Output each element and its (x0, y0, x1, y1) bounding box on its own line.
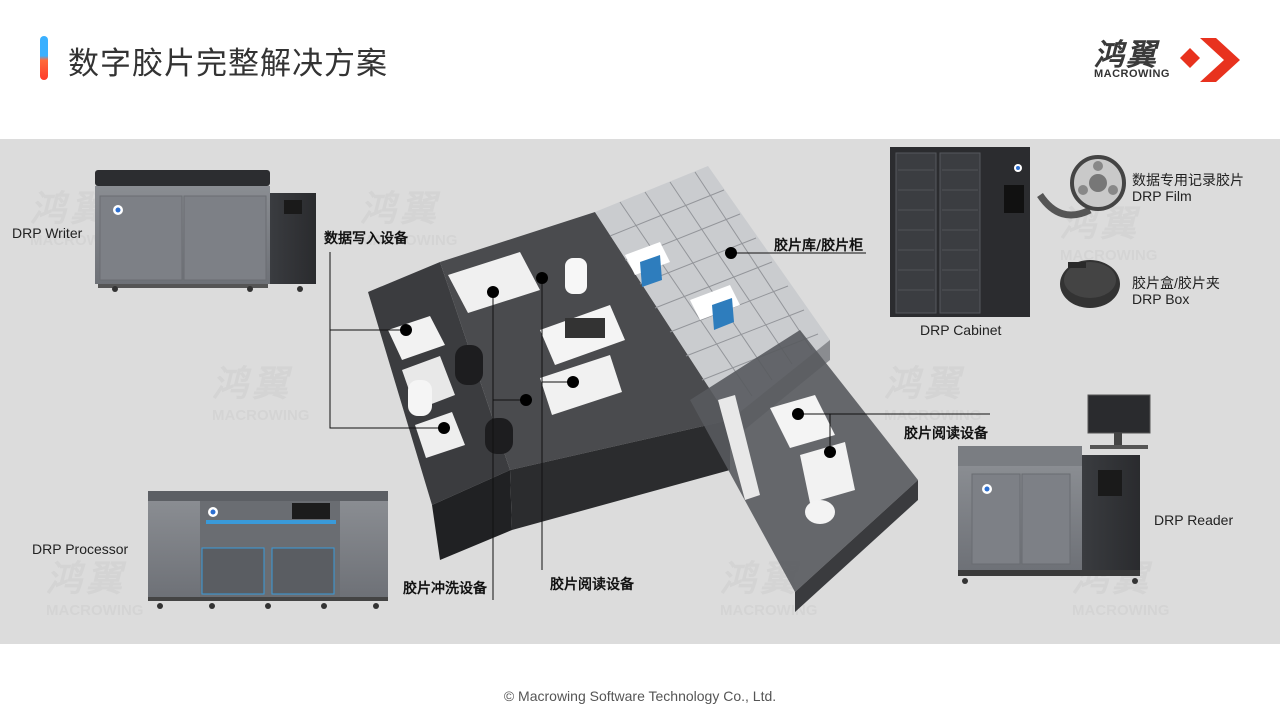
facility-model (368, 166, 918, 612)
film-reel-icon (1037, 155, 1126, 219)
callout-film-library: 胶片库/胶片柜 (774, 238, 864, 254)
drp-writer-machine (95, 170, 316, 292)
film-box-icon (1060, 260, 1120, 308)
label-drp-processor: DRP Processor (32, 541, 129, 557)
label-box-en: DRP Box (1132, 291, 1190, 307)
callout-film-reader-bottom: 胶片阅读设备 (550, 577, 634, 593)
label-drp-writer: DRP Writer (12, 225, 83, 241)
logo-english-text: MACROWING (1094, 68, 1170, 80)
callout-dots (400, 247, 836, 458)
copyright-footer: © Macrowing Software Technology Co., Ltd… (503, 688, 777, 704)
title-accent-bar (40, 36, 48, 80)
label-drp-reader: DRP Reader (1154, 512, 1234, 528)
logo-chevron-icon (1180, 38, 1240, 82)
drp-processor-machine (148, 491, 388, 609)
label-film-en: DRP Film (1132, 188, 1192, 204)
drp-cabinet (890, 147, 1030, 317)
callout-lines (329, 252, 990, 600)
macrowing-logo: 鸿翼 MACROWING (1094, 30, 1254, 86)
callout-film-developer: 胶片冲洗设备 (403, 581, 487, 597)
label-box-cn: 胶片盒/胶片夹 (1132, 275, 1220, 291)
drp-reader-machine (958, 394, 1151, 584)
logo-chinese-text: 鸿翼 (1094, 38, 1158, 73)
page-title: 数字胶片完整解决方案 (68, 46, 388, 82)
label-film-cn: 数据专用记录胶片 (1132, 172, 1244, 188)
label-drp-cabinet: DRP Cabinet (920, 322, 1002, 338)
callout-data-write-device: 数据写入设备 (324, 231, 408, 247)
callout-film-reader-right: 胶片阅读设备 (904, 426, 988, 442)
